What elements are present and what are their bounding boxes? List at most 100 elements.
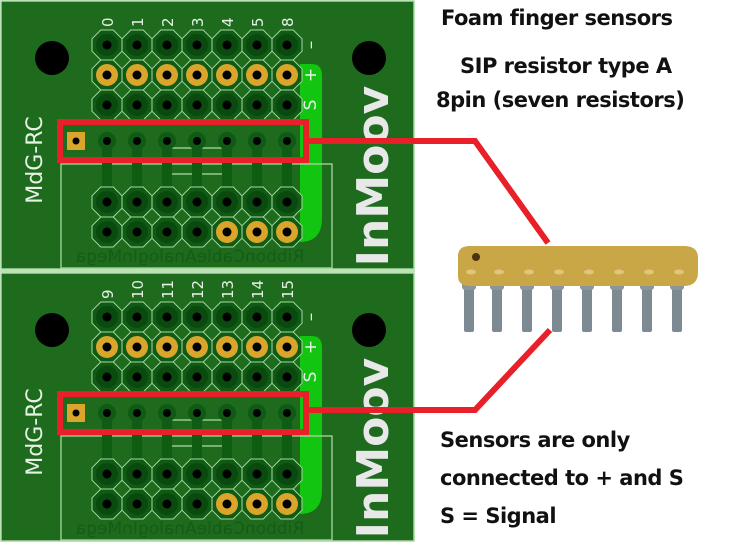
mirrored-silk-text: RibbonCableAnalogInMega [76, 519, 304, 539]
ribbon-pin-hole [192, 499, 202, 509]
ribbon-pin-hole [102, 469, 112, 479]
note-line-2: connected to + and S [440, 466, 684, 490]
signal-trace [192, 140, 202, 232]
channel-label-1: 1 [129, 17, 147, 27]
signal-trace [162, 412, 172, 504]
ribbon-pin-hole [222, 469, 232, 479]
ribbon-pin-hole [192, 197, 202, 207]
ribbon-pin-hole [252, 227, 262, 237]
header-pin-hole [222, 100, 232, 110]
header-pin-hole [282, 40, 292, 50]
ribbon-pin-hole [132, 469, 142, 479]
signal-trace [102, 140, 112, 232]
note-line-1: Sensors are only [440, 428, 630, 452]
header-pin-hole [252, 100, 262, 110]
ribbon-pin-hole [132, 499, 142, 509]
header-pin-hole [282, 372, 292, 382]
ribbon-pin-hole [162, 499, 172, 509]
signal-trace [162, 140, 172, 232]
resistor-pin1-hole [72, 137, 80, 145]
title-foam-finger-sensors: Foam finger sensors [441, 6, 673, 30]
ribbon-pin-hole [192, 469, 202, 479]
resistor-pin [522, 280, 532, 332]
ribbon-pin-hole [282, 197, 292, 207]
header-pin-hole [192, 40, 202, 50]
channel-label-0: 0 [99, 17, 117, 27]
rail-label-plus: + [301, 68, 321, 82]
header-pin-hole [192, 100, 202, 110]
header-pin-hole [252, 70, 262, 80]
header-pin-hole [102, 100, 112, 110]
resistor-highlight [524, 269, 534, 275]
ribbon-pin-hole [132, 197, 142, 207]
rail-label-signal: S [301, 372, 321, 383]
resistor-pin-hole [223, 137, 231, 145]
ribbon-pin-hole [102, 197, 112, 207]
header-pin-hole [192, 372, 202, 382]
mounting-hole-right [352, 313, 386, 347]
header-pin-hole [102, 342, 112, 352]
resistor-pin-hole [193, 137, 201, 145]
power-trace [300, 336, 322, 514]
channel-label-3: 3 [189, 17, 207, 27]
mounting-hole-right [352, 41, 386, 75]
header-pin-hole [132, 40, 142, 50]
header-pin-hole [192, 70, 202, 80]
header-pin-hole [252, 372, 262, 382]
maker-label: MdG-RC [23, 116, 48, 203]
channel-label-8: 8 [279, 17, 297, 27]
resistor-body [458, 246, 698, 286]
ribbon-pin-hole [162, 469, 172, 479]
mounting-hole-left [35, 313, 69, 347]
channel-label-10: 10 [129, 280, 147, 299]
sip-resistor [458, 246, 698, 332]
header-pin-hole [222, 40, 232, 50]
power-trace [300, 64, 322, 242]
resistor-highlight [614, 269, 624, 275]
signal-trace [252, 412, 262, 504]
resistor-pin-hole [253, 409, 261, 417]
resistor-pin-hole [133, 409, 141, 417]
resistor-pin-hole [163, 409, 171, 417]
header-pin-hole [132, 372, 142, 382]
header-pin-hole [132, 70, 142, 80]
channel-label-5: 5 [249, 17, 267, 27]
callout-lines [306, 138, 553, 413]
ribbon-pin-hole [222, 227, 232, 237]
header-pin-hole [162, 342, 172, 352]
resistor-pin [552, 280, 562, 332]
rail-label-minus: – [301, 313, 321, 322]
resistor-type-label: SIP resistor type A [460, 54, 672, 78]
resistor-pin-hole [103, 137, 111, 145]
callout-line-top [306, 138, 551, 245]
ribbon-pin-hole [192, 227, 202, 237]
resistor-pin-label: 8pin (seven resistors) [436, 88, 685, 112]
note-line-3: S = Signal [440, 504, 557, 528]
resistor-pin-hole [133, 137, 141, 145]
ribbon-pin-hole [252, 197, 262, 207]
header-pin-hole [282, 70, 292, 80]
signal-trace [102, 412, 112, 504]
channel-label-12: 12 [189, 280, 207, 299]
header-pin-hole [282, 342, 292, 352]
ribbon-pin-hole [282, 227, 292, 237]
resistor-pin-hole [163, 137, 171, 145]
resistor-pin [492, 280, 502, 332]
header-pin-hole [132, 342, 142, 352]
resistor-pin [582, 280, 592, 332]
resistor-highlight [644, 269, 654, 275]
signal-trace [222, 140, 232, 232]
ribbon-pin-hole [162, 227, 172, 237]
channel-label-9: 9 [99, 289, 117, 299]
rail-label-plus: + [301, 340, 321, 354]
header-pin-hole [102, 372, 112, 382]
header-pin-hole [282, 312, 292, 322]
header-pin-hole [282, 100, 292, 110]
signal-trace [252, 140, 262, 232]
resistor-highlight [674, 269, 684, 275]
header-pin-hole [252, 342, 262, 352]
signal-trace [222, 412, 232, 504]
ribbon-pin-hole [162, 197, 172, 207]
brand-label-inmoov: InMoov [348, 85, 399, 266]
